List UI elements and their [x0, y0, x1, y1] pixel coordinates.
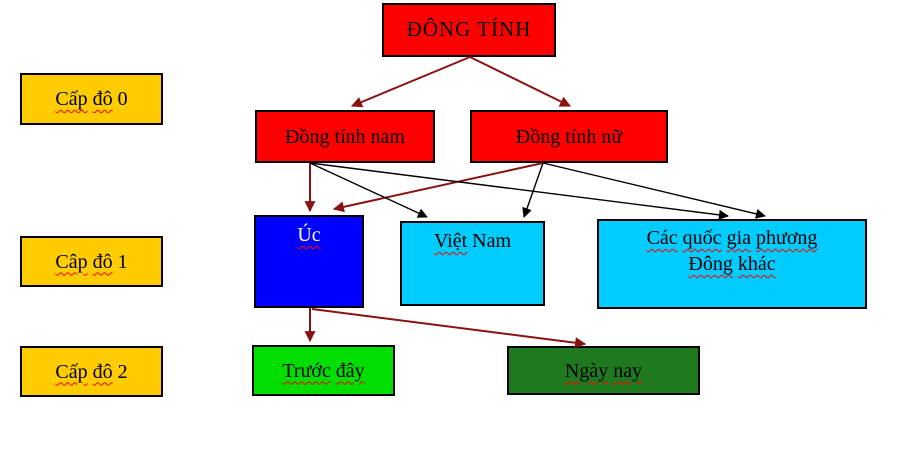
label-word: Ngày	[564, 359, 609, 382]
label-word: đây	[335, 359, 365, 382]
label-word: Úc	[297, 224, 321, 246]
label-word: quốc	[682, 227, 722, 249]
label-word: gia	[726, 227, 751, 249]
node-label-line: Đồng tính nữ	[516, 124, 622, 150]
edge-dongtinh-to-nu	[469, 56, 571, 107]
node-ngay-nay: Ngày nay	[507, 346, 700, 395]
node-dong-tinh: ĐÔNG TÍNH	[382, 3, 556, 57]
label-word: 2	[112, 360, 128, 383]
label-word: đô	[92, 88, 113, 110]
label-word: 1	[112, 250, 128, 273]
label-cap-do-1: Câp đô 1	[20, 236, 163, 287]
label-cap-do-2: Cấp đô 2	[20, 346, 163, 397]
node-label-line: Đông khác	[688, 251, 775, 277]
node-label-line: Ngày nay	[565, 358, 642, 384]
label-cap-do-0: Cấp đô 0	[20, 73, 163, 125]
label-word: Đồng tính nữ	[515, 125, 623, 148]
edge-nu-to-vietnam	[522, 162, 544, 218]
label-word: Cấp	[55, 88, 88, 110]
node-viet-nam: Việt Nam	[400, 221, 545, 306]
node-label-line: Cấp đô 2	[55, 359, 127, 385]
label-word: Trước	[282, 359, 331, 382]
node-label-line: ĐÔNG TÍNH	[407, 16, 532, 43]
label-word: Cấp	[55, 360, 88, 383]
label-word: Việt	[433, 230, 468, 252]
label-word: Câp	[55, 250, 88, 273]
node-truoc-day: Trước đây	[252, 345, 395, 396]
node-label-line: Đồng tính nam	[285, 124, 405, 150]
label-word: ĐÔNG TÍNH	[406, 17, 532, 42]
node-label-line: Các quốc gia phương	[647, 225, 818, 251]
node-label-line: Việt Nam	[434, 228, 511, 254]
label-word: Nam	[467, 230, 512, 252]
label-word: 0	[112, 88, 128, 110]
node-dong-tinh-nam: Đồng tính nam	[255, 110, 435, 163]
label-word: Các	[646, 227, 678, 249]
label-word: đô	[92, 250, 113, 273]
label-word: Đông	[688, 253, 733, 275]
node-label-line: Cấp đô 0	[55, 86, 127, 112]
edge-dongtinh-to-nam	[350, 56, 471, 108]
node-label-line: Câp đô 1	[55, 249, 127, 275]
edge-uc-to-ngaynay	[311, 308, 587, 349]
node-label-line: Úc	[297, 222, 320, 248]
label-word: đô	[92, 360, 113, 383]
edge-nam-to-vietnam	[309, 162, 428, 218]
edge-nu-to-other	[542, 162, 766, 219]
node-dong-tinh-nu: Đồng tính nữ	[470, 110, 668, 163]
label-word: phương	[756, 227, 818, 249]
node-uc: Úc	[254, 215, 364, 308]
node-label-line: Trước đây	[282, 358, 364, 384]
label-word: nay	[613, 359, 643, 382]
edge-nu-to-uc	[332, 162, 544, 213]
label-word: khác	[737, 253, 776, 275]
label-word: Đồng tính nam	[285, 125, 405, 148]
edge-nam-to-other	[309, 162, 729, 220]
